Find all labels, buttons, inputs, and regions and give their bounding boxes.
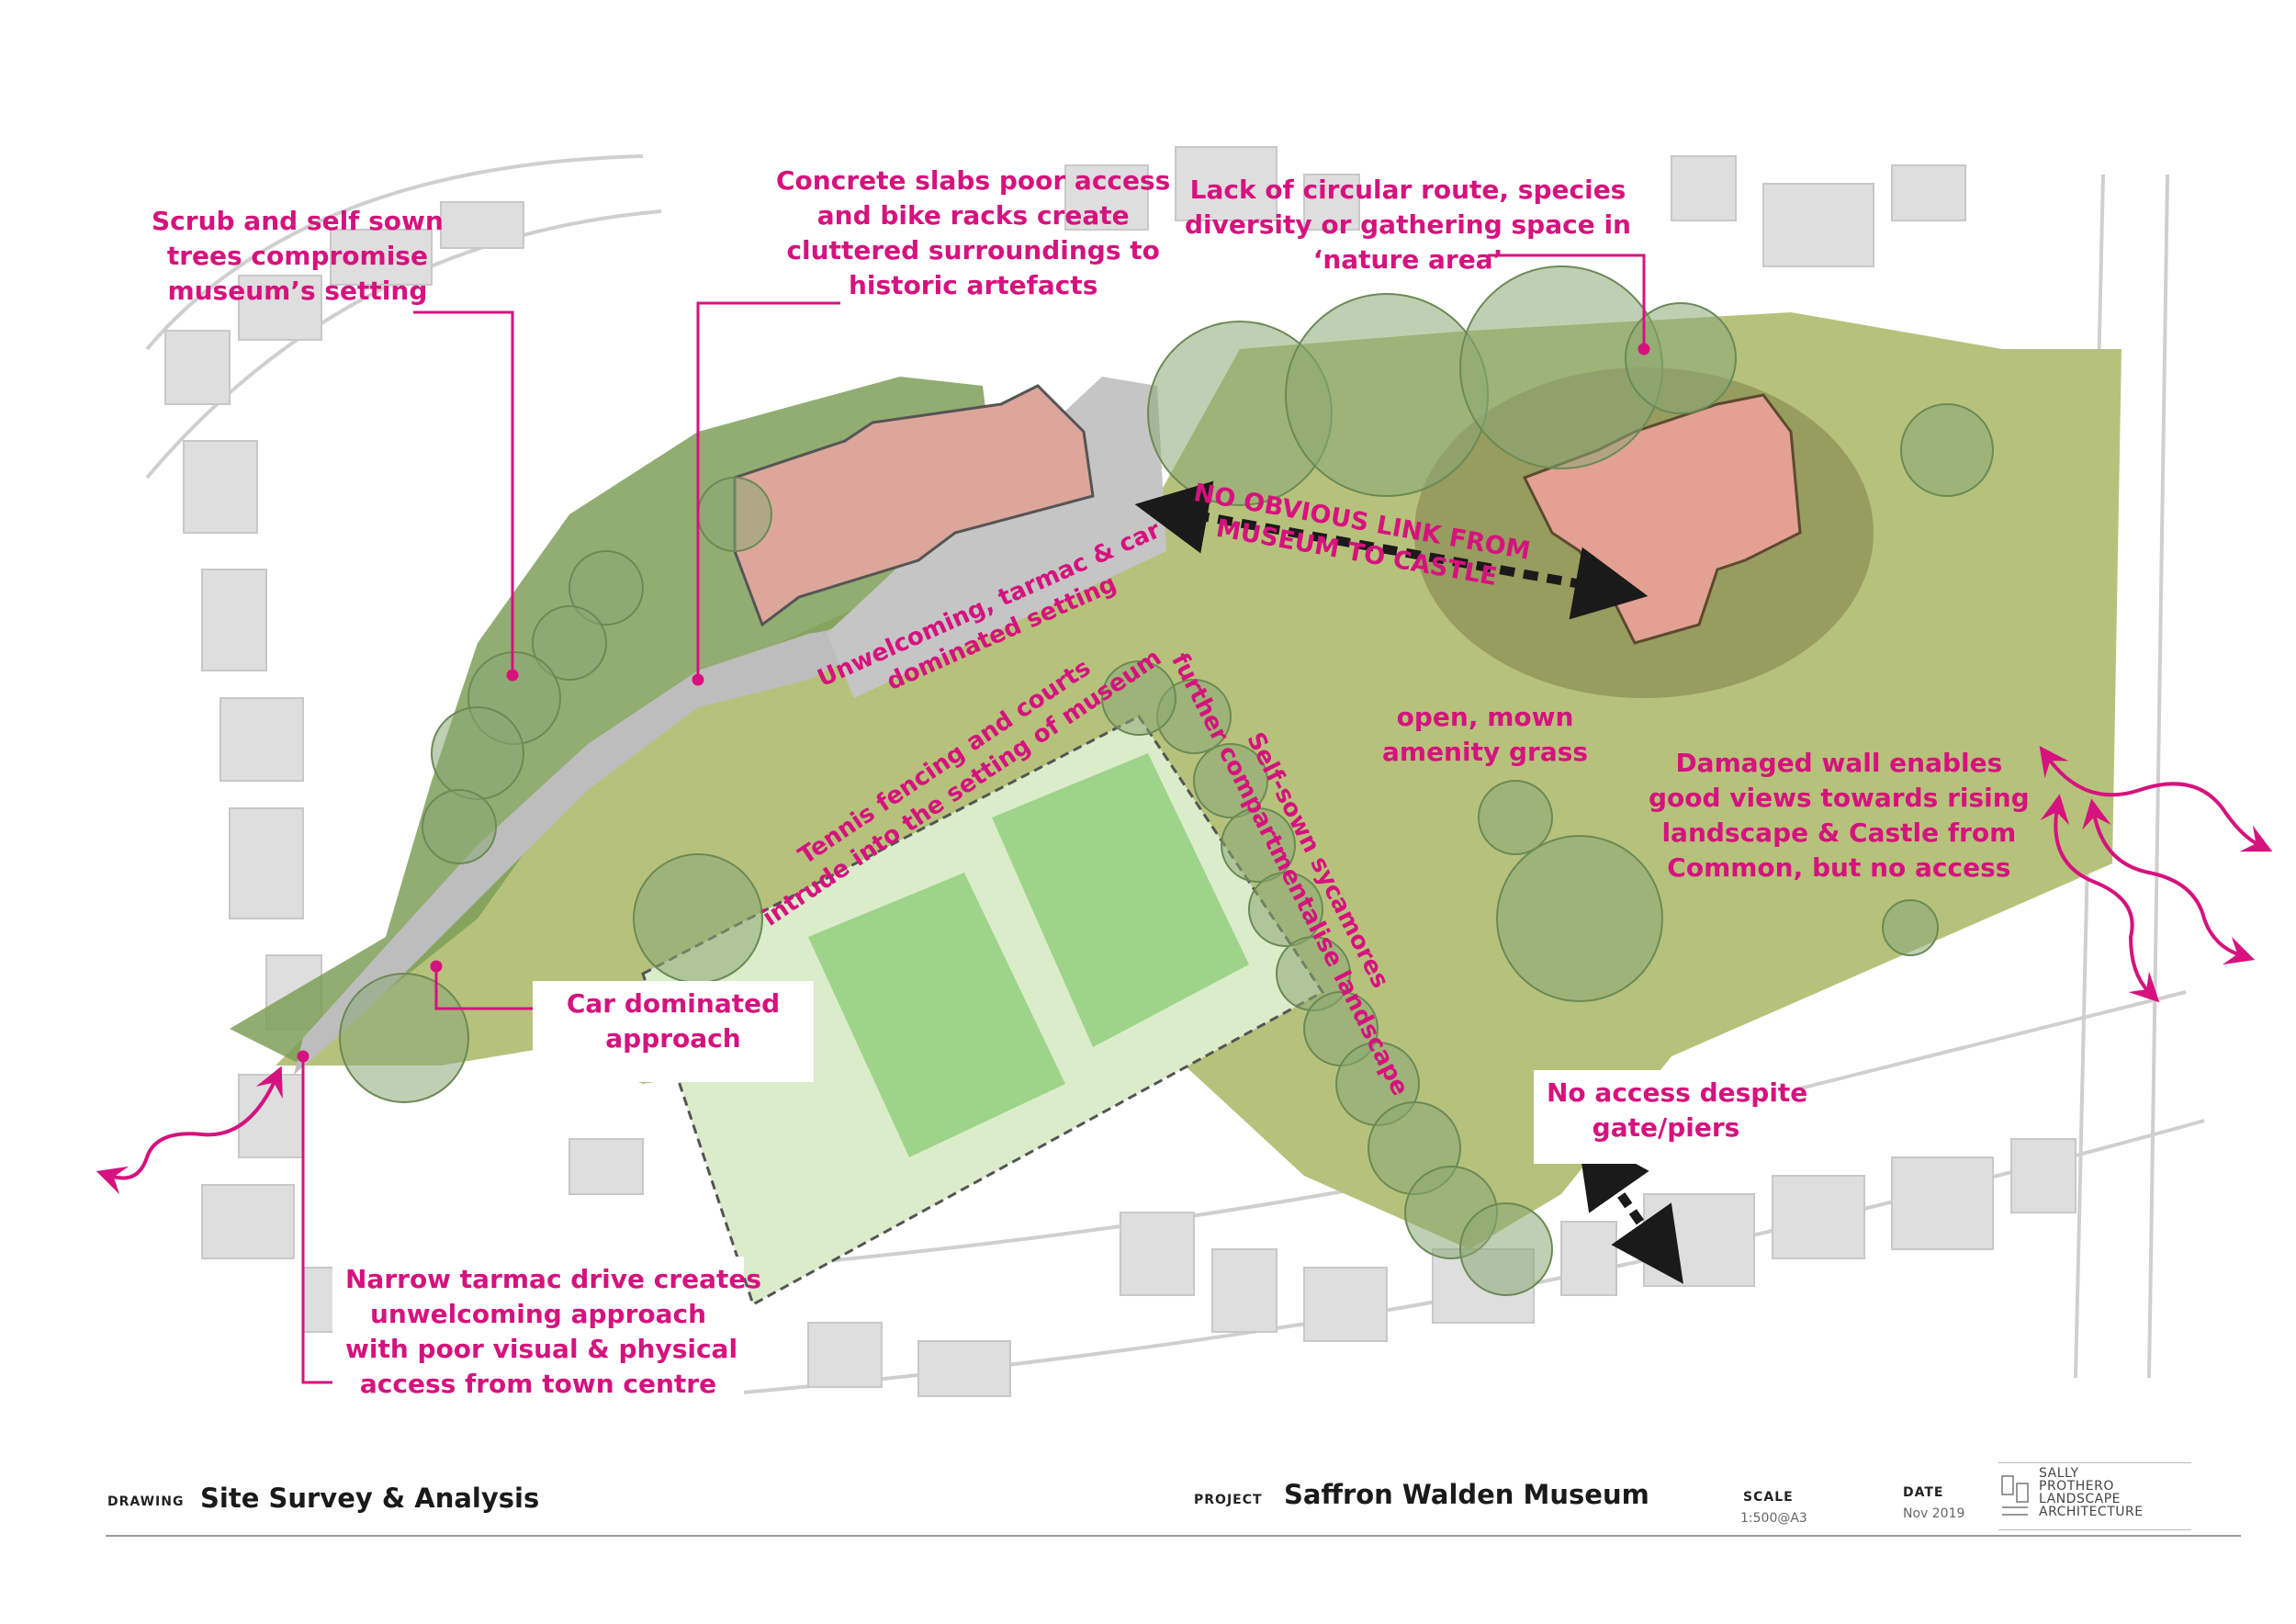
annotation-line: museum’s setting — [167, 276, 428, 306]
logo-line: SALLY — [2039, 1466, 2079, 1481]
project-title: Saffron Walden Museum — [1284, 1479, 1649, 1510]
museum-castle-link-arrow — [1134, 480, 1649, 620]
annotation-line: ‘nature area’ — [1312, 244, 1503, 275]
annotation-line: Narrow tarmac drive creates — [345, 1264, 762, 1294]
annotation-line: open, mown — [1396, 702, 1574, 732]
annotation-damaged-wall: Damaged wall enables good views towards … — [1649, 746, 2030, 885]
annotation-line: and bike racks create — [816, 200, 1130, 231]
tennis-court-1 — [808, 873, 1065, 1157]
annotation-line: historic artefacts — [848, 270, 1098, 300]
annotation-line: Damaged wall enables — [1675, 748, 2003, 778]
annotation-line: with poor visual & physical — [345, 1334, 738, 1364]
annotation-line: access from town centre — [359, 1369, 717, 1399]
annotation-line: Concrete slabs poor access — [776, 165, 1171, 196]
annotation-line: Scrub and self sown — [152, 206, 444, 236]
logo-line: ARCHITECTURE — [2039, 1505, 2144, 1519]
annotation-line: diversity or gathering space in — [1185, 209, 1631, 240]
tree-canopies — [339, 265, 1994, 1296]
annotation-narrow-drive: Narrow tarmac drive creates unwelcoming … — [332, 1257, 762, 1416]
annotation-line: Lack of circular route, species — [1189, 175, 1626, 205]
logo-mark-icon — [2001, 1475, 2029, 1516]
practice-logo: SALLY PROTHERO LANDSCAPE ARCHITECTURE — [1998, 1462, 2191, 1530]
annotation-line: unwelcoming approach — [369, 1299, 707, 1329]
scale-label: SCALE — [1743, 1490, 1794, 1505]
annotation-line: trees compromise — [166, 241, 428, 271]
annotation-line: Car dominated — [566, 988, 781, 1019]
annotation-line: gate/piers — [1592, 1112, 1740, 1143]
annotation-line: No access despite — [1547, 1077, 1808, 1108]
tennis-court-2 — [992, 753, 1249, 1047]
logo-line: LANDSCAPE — [2039, 1492, 2121, 1506]
project-label: PROJECT — [1194, 1493, 1263, 1507]
date-value: Nov 2019 — [1903, 1506, 1965, 1521]
annotation-line: approach — [605, 1023, 741, 1054]
annotation-gate: No access despite gate/piers — [1534, 1070, 1808, 1164]
annotation-line: amenity grass — [1382, 737, 1589, 767]
date-label: DATE — [1903, 1485, 1944, 1500]
annotation-line: Common, but no access — [1667, 852, 2011, 883]
gate-access-arrow — [1577, 1132, 1683, 1284]
annotation-amenity-grass: open, mown amenity grass — [1382, 700, 1588, 770]
common-view-arrow-3 — [2082, 798, 2256, 965]
annotation-scrub: Scrub and self sown trees compromise mus… — [152, 204, 444, 309]
annotation-circular-route: Lack of circular route, species diversit… — [1185, 173, 1631, 277]
annotation-line: cluttered surroundings to — [786, 235, 1160, 265]
scale-value: 1:500@A3 — [1740, 1511, 1807, 1526]
museum-building — [733, 384, 1095, 627]
annotation-line: good views towards rising — [1649, 783, 2030, 813]
annotation-line: landscape & Castle from — [1661, 818, 2017, 848]
drawing-label: DRAWING — [107, 1494, 185, 1509]
annotation-concrete: Concrete slabs poor access and bike rack… — [776, 164, 1170, 303]
town-view-arrow — [96, 1066, 283, 1195]
annotation-car-dominated: Car dominated approach — [533, 981, 814, 1082]
drawing-title: Site Survey & Analysis — [200, 1483, 540, 1514]
logo-line: PROTHERO — [2039, 1479, 2114, 1494]
